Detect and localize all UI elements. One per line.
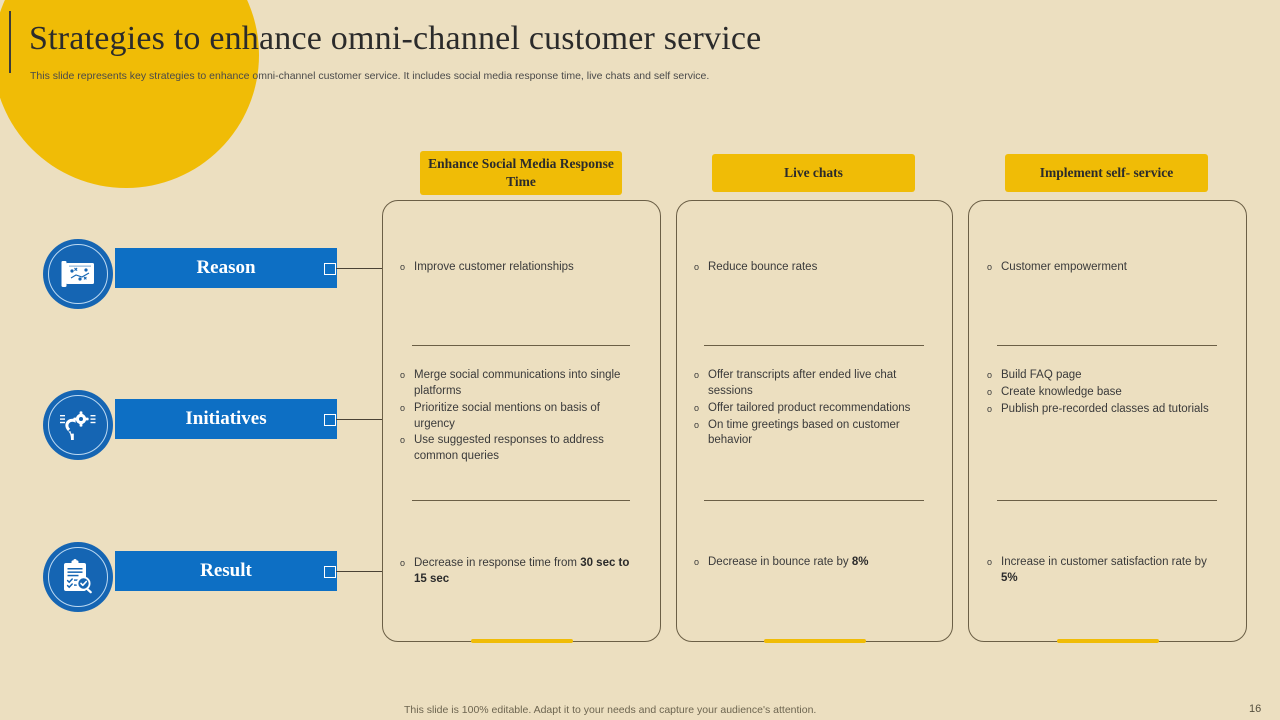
row-connector-line [336, 571, 382, 572]
bullet-marker-icon: o [400, 402, 406, 413]
strategy-board-icon [43, 239, 113, 309]
page-number: 16 [1249, 703, 1262, 715]
card1-initiatives-list: o Merge social communications into single… [400, 368, 630, 466]
bullet-emphasis: 8% [851, 556, 869, 568]
card1-separator-2 [412, 500, 630, 501]
bullet-text: Offer transcripts after ended live chat … [708, 369, 897, 397]
icon-ring [48, 244, 108, 304]
column-header-1[interactable]: Enhance Social Media Response Time [420, 151, 622, 195]
icon-ring [48, 395, 108, 455]
card1-result-list: o Decrease in response time from 30 sec t… [400, 556, 632, 589]
card-accent-bar [470, 639, 573, 643]
title-left-rule [9, 11, 11, 73]
row-connector-square [324, 414, 336, 426]
bullet-item: o Increase in customer satisfaction rate … [987, 555, 1215, 587]
bullet-marker-icon: o [694, 262, 700, 272]
card2-separator-2 [704, 500, 924, 501]
column-header-3[interactable]: Implement self- service [1005, 154, 1208, 192]
card-accent-bar [1056, 639, 1159, 643]
card3-reason-list: o Customer empowerment [987, 260, 1215, 277]
column-card-2 [676, 200, 953, 643]
bullet-item: o Offer transcripts after ended live chat… [694, 368, 916, 400]
icon-ring [48, 547, 108, 607]
bullet-item: o Prioritize social mentions on basis of … [400, 401, 630, 433]
card3-separator-1 [997, 345, 1217, 346]
clipboard-check-magnifier-icon [43, 542, 113, 612]
bullet-item: o Publish pre-recorded classes ad tutoria… [987, 402, 1213, 418]
bullet-text: Create knowledge base [1001, 385, 1122, 398]
bullet-marker-icon: o [694, 370, 700, 380]
row-connector-line [336, 268, 382, 269]
bullet-text: On time greetings based on customer beha… [708, 418, 900, 447]
card-accent-bar [763, 639, 866, 643]
bullet-item: o Customer empowerment [987, 260, 1215, 276]
bullet-text: Prioritize social mentions on basis of u… [414, 401, 600, 430]
bullet-text: Decrease in bounce rate by 8% [708, 556, 869, 568]
card1-reason-list: o Improve customer relationships [400, 260, 628, 277]
bullet-marker-icon: o [400, 435, 406, 446]
bullet-item: o Decrease in response time from 30 sec t… [400, 556, 632, 588]
bullet-item: o On time greetings based on customer beh… [694, 418, 916, 450]
row-label-result[interactable]: Result [115, 551, 337, 591]
bullet-item: o Decrease in bounce rate by 8% [694, 555, 926, 571]
bullet-text: Improve customer relationships [414, 261, 574, 273]
card3-separator-2 [997, 500, 1217, 501]
bullet-marker-icon: o [400, 370, 406, 380]
bullet-text: Use suggested responses to address commo… [414, 434, 604, 463]
row-label-initiatives[interactable]: Initiatives [115, 399, 337, 439]
bullet-text: Publish pre-recorded classes ad tutorial… [1001, 402, 1209, 415]
bullet-emphasis: 30 sec to 15 sec [414, 557, 630, 585]
bullet-item: o Use suggested responses to address comm… [400, 433, 630, 465]
column-card-3 [968, 200, 1247, 643]
page-subtitle: This slide represents key strategies to … [30, 70, 710, 82]
footer-note: This slide is 100% editable. Adapt it to… [404, 704, 817, 716]
bullet-text: Reduce bounce rates [708, 261, 818, 273]
bullet-text: Increase in customer satisfaction rate b… [1001, 556, 1207, 584]
bullet-text: Customer empowerment [1001, 261, 1127, 273]
card3-result-list: o Increase in customer satisfaction rate … [987, 555, 1215, 588]
row-connector-square [324, 263, 336, 275]
card2-result-list: o Decrease in bounce rate by 8% [694, 555, 926, 572]
row-connector-square [324, 566, 336, 578]
bullet-item: o Merge social communications into single… [400, 368, 630, 400]
row-label-reason[interactable]: Reason [115, 248, 337, 288]
card1-separator-1 [412, 345, 630, 346]
bullet-marker-icon: o [987, 370, 993, 380]
row-connector-line [336, 419, 382, 420]
bullet-emphasis: 5% [1001, 571, 1018, 584]
bullet-marker-icon: o [694, 402, 700, 413]
bullet-item: o Reduce bounce rates [694, 260, 922, 276]
bullet-marker-icon: o [694, 419, 700, 430]
card2-reason-list: o Reduce bounce rates [694, 260, 922, 277]
bullet-marker-icon: o [694, 557, 700, 567]
bullet-text: Decrease in response time from 30 sec to… [414, 557, 630, 585]
head-with-gear-icon [43, 390, 113, 460]
column-header-2[interactable]: Live chats [712, 154, 915, 192]
page-title: Strategies to enhance omni-channel custo… [29, 20, 762, 57]
card2-initiatives-list: o Offer transcripts after ended live chat… [694, 368, 916, 450]
column-card-1 [382, 200, 661, 643]
bullet-marker-icon: o [987, 403, 993, 414]
bullet-text: Build FAQ page [1001, 369, 1082, 381]
bullet-item: o Build FAQ page [987, 368, 1213, 384]
bullet-item: o Create knowledge base [987, 385, 1213, 401]
bullet-marker-icon: o [400, 262, 406, 272]
bullet-text: Merge social communications into single … [414, 369, 621, 397]
bullet-marker-icon: o [400, 558, 406, 568]
bullet-marker-icon: o [987, 557, 993, 567]
card2-separator-1 [704, 345, 924, 346]
bullet-marker-icon: o [987, 262, 993, 272]
bullet-marker-icon: o [987, 386, 993, 397]
bullet-item: o Offer tailored product recommendations [694, 401, 916, 417]
bullet-item: o Improve customer relationships [400, 260, 628, 276]
bullet-text: Offer tailored product recommendations [708, 401, 911, 414]
